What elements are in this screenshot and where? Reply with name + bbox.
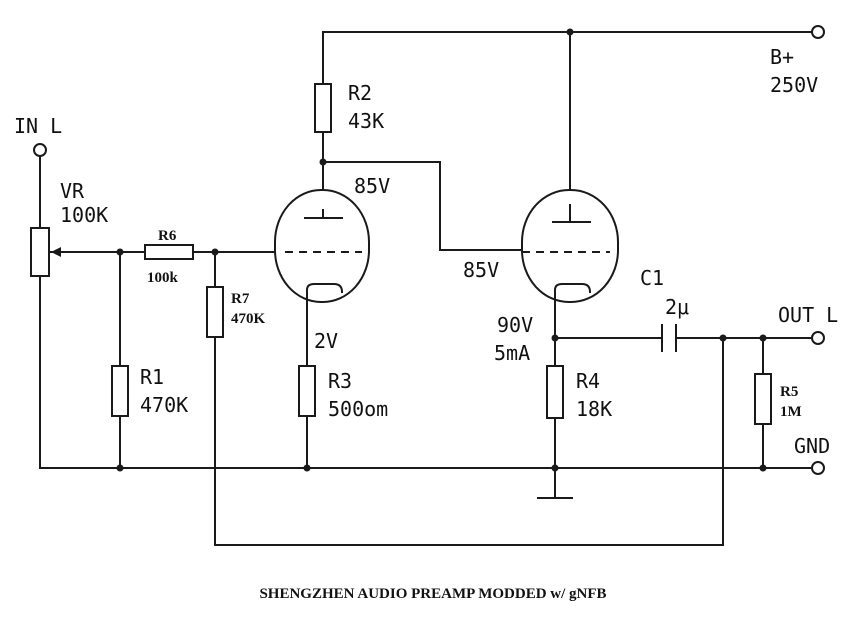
resistor-r3 [298,365,316,417]
capacitor-c1 [661,324,677,352]
junction-dot [759,464,767,472]
r3-name-label: R3 [328,369,352,393]
diagram-caption: SHENGZHEN AUDIO PREAMP MODDED w/ gNFB [259,586,606,602]
r4-value-label: 18K [576,397,612,421]
v2-cathode-voltage-label: 90V [497,313,533,337]
tube-envelope [521,189,619,303]
r4-name-label: R4 [576,369,600,393]
v1-cathode-voltage-label: 2V [314,329,338,353]
wires [39,31,815,546]
gnd-terminal [811,461,825,475]
r2-value-label: 43K [348,109,384,133]
potentiometer-vr [30,227,50,277]
resistor-r1 [111,365,129,417]
tube-v2 [521,189,619,303]
resistor-r7 [206,286,224,338]
out-l-label: OUT L [778,303,838,327]
b-plus-terminal [811,25,825,39]
resistors [30,83,772,425]
in-l-label: IN L [14,114,62,138]
vr-name-label: VR [60,179,85,203]
tube-envelope [274,189,370,303]
r1-value-label: 470K [140,393,188,417]
b-plus-voltage-label: 250V [770,73,818,97]
c1-value-label: 2μ [665,295,689,319]
junction-dot [303,464,311,472]
r5-name-label: R5 [780,384,798,400]
r2-name-label: R2 [348,81,372,105]
junction-dot [759,334,767,342]
gnd-label: GND [794,434,830,458]
resistor-r4 [546,365,564,419]
resistor-r5 [754,373,772,425]
junction-dot [116,248,124,256]
tube-v1 [274,189,370,303]
r1-name-label: R1 [140,365,164,389]
v1-plate-to-v2-grid [322,161,521,251]
v2-cathode-current-label: 5mA [494,341,530,365]
r5-value-label: 1M [780,404,802,420]
junction-dot [551,464,559,472]
r7-name-label: R7 [231,291,250,307]
input-terminal [33,143,47,157]
v1-plate-voltage-label: 85V [354,174,390,198]
resistor-r2 [314,83,332,133]
wiper-arrow-icon [51,247,61,257]
r7-value-label: 470K [231,311,266,327]
junction-dot [319,158,327,166]
r7-feedback-wire [214,336,724,546]
resistor-r6 [144,244,194,260]
tube-cathode [306,283,344,301]
output-terminal [811,331,825,345]
junction-dot [566,28,574,36]
junctions [116,28,767,472]
junction-dot [719,334,727,342]
junction-dot [551,334,559,342]
r6-value-label: 100k [147,270,179,286]
r6-name-label: R6 [158,228,177,244]
labels: IN L VR 100K R6 100k R7 470K R1 470K R2 … [14,45,838,458]
vr-value-label: 100K [60,203,108,227]
terminals [33,25,825,475]
junction-dot [116,464,124,472]
v2-grid-voltage-label: 85V [463,258,499,282]
r3-value-label: 500om [328,397,388,421]
c1-name-label: C1 [640,266,664,290]
junction-dot [211,248,219,256]
b-plus-label: B+ [770,45,794,69]
tube-cathode [554,283,592,301]
